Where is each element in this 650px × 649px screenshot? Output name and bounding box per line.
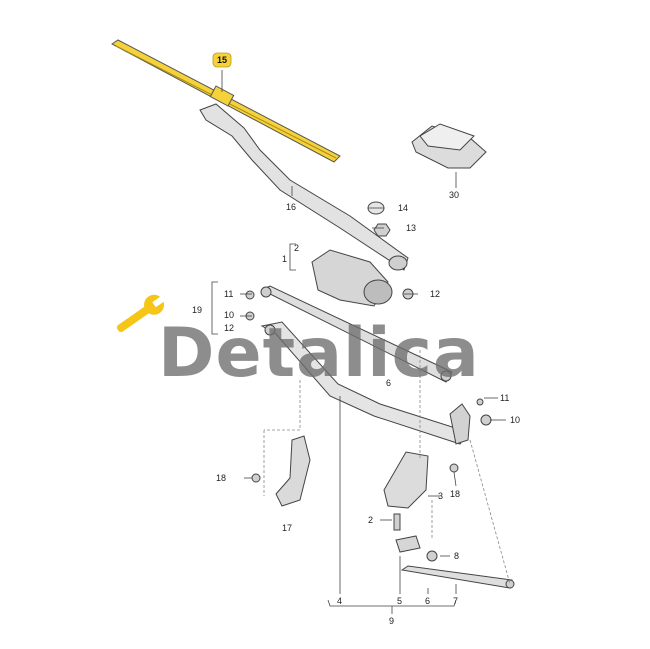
right-pivot[interactable] (449, 403, 471, 445)
wiper-blade[interactable] (111, 39, 341, 163)
callout-7: 7 (453, 596, 458, 606)
callout-6-upper: 6 (386, 378, 391, 388)
wiper-arm[interactable] (199, 103, 409, 271)
callout-2: 2 (294, 243, 299, 253)
callout-15: 15 (217, 55, 227, 65)
sensor-cover[interactable] (411, 123, 487, 169)
callout-15-marker (212, 52, 232, 68)
wiper-motor[interactable] (311, 249, 393, 307)
mount-bracket-right[interactable] (383, 451, 429, 509)
callout-14: 14 (398, 203, 408, 213)
watermark-text: Detalica (158, 314, 480, 393)
callout-9: 9 (389, 616, 394, 626)
leader-lines (211, 70, 506, 614)
callout-6-lower: 6 (425, 596, 430, 606)
callout-11-right: 11 (500, 393, 509, 403)
callout-16: 16 (286, 202, 296, 212)
watermark: Detalica (116, 294, 480, 393)
callout-12-lower: 12 (224, 323, 234, 333)
callout-13: 13 (406, 223, 416, 233)
callout-4: 4 (337, 596, 342, 606)
wrench-icon (116, 294, 168, 333)
callout-17: 17 (282, 523, 292, 533)
callout-2-lower: 2 (368, 515, 373, 525)
callout-10-left: 10 (224, 310, 234, 320)
callout-8: 8 (454, 551, 459, 561)
callout-3: 3 (438, 491, 443, 501)
callout-10-right: 10 (510, 415, 520, 425)
mount-bracket-left[interactable] (275, 435, 311, 507)
callout-18-left: 18 (216, 473, 226, 483)
fasteners[interactable] (245, 288, 492, 562)
callout-5: 5 (397, 596, 402, 606)
linkage-rod-upper[interactable] (260, 285, 453, 383)
linkage-rod-lower[interactable] (395, 535, 515, 589)
callout-11-left: 11 (224, 289, 233, 299)
callout-19: 19 (192, 305, 202, 315)
callout-1: 1 (282, 254, 287, 264)
callout-30: 30 (449, 190, 459, 200)
arm-nut[interactable] (373, 223, 391, 237)
callout-18-right: 18 (450, 489, 460, 499)
guide-lines (263, 350, 511, 585)
callout-12-upper: 12 (430, 289, 440, 299)
